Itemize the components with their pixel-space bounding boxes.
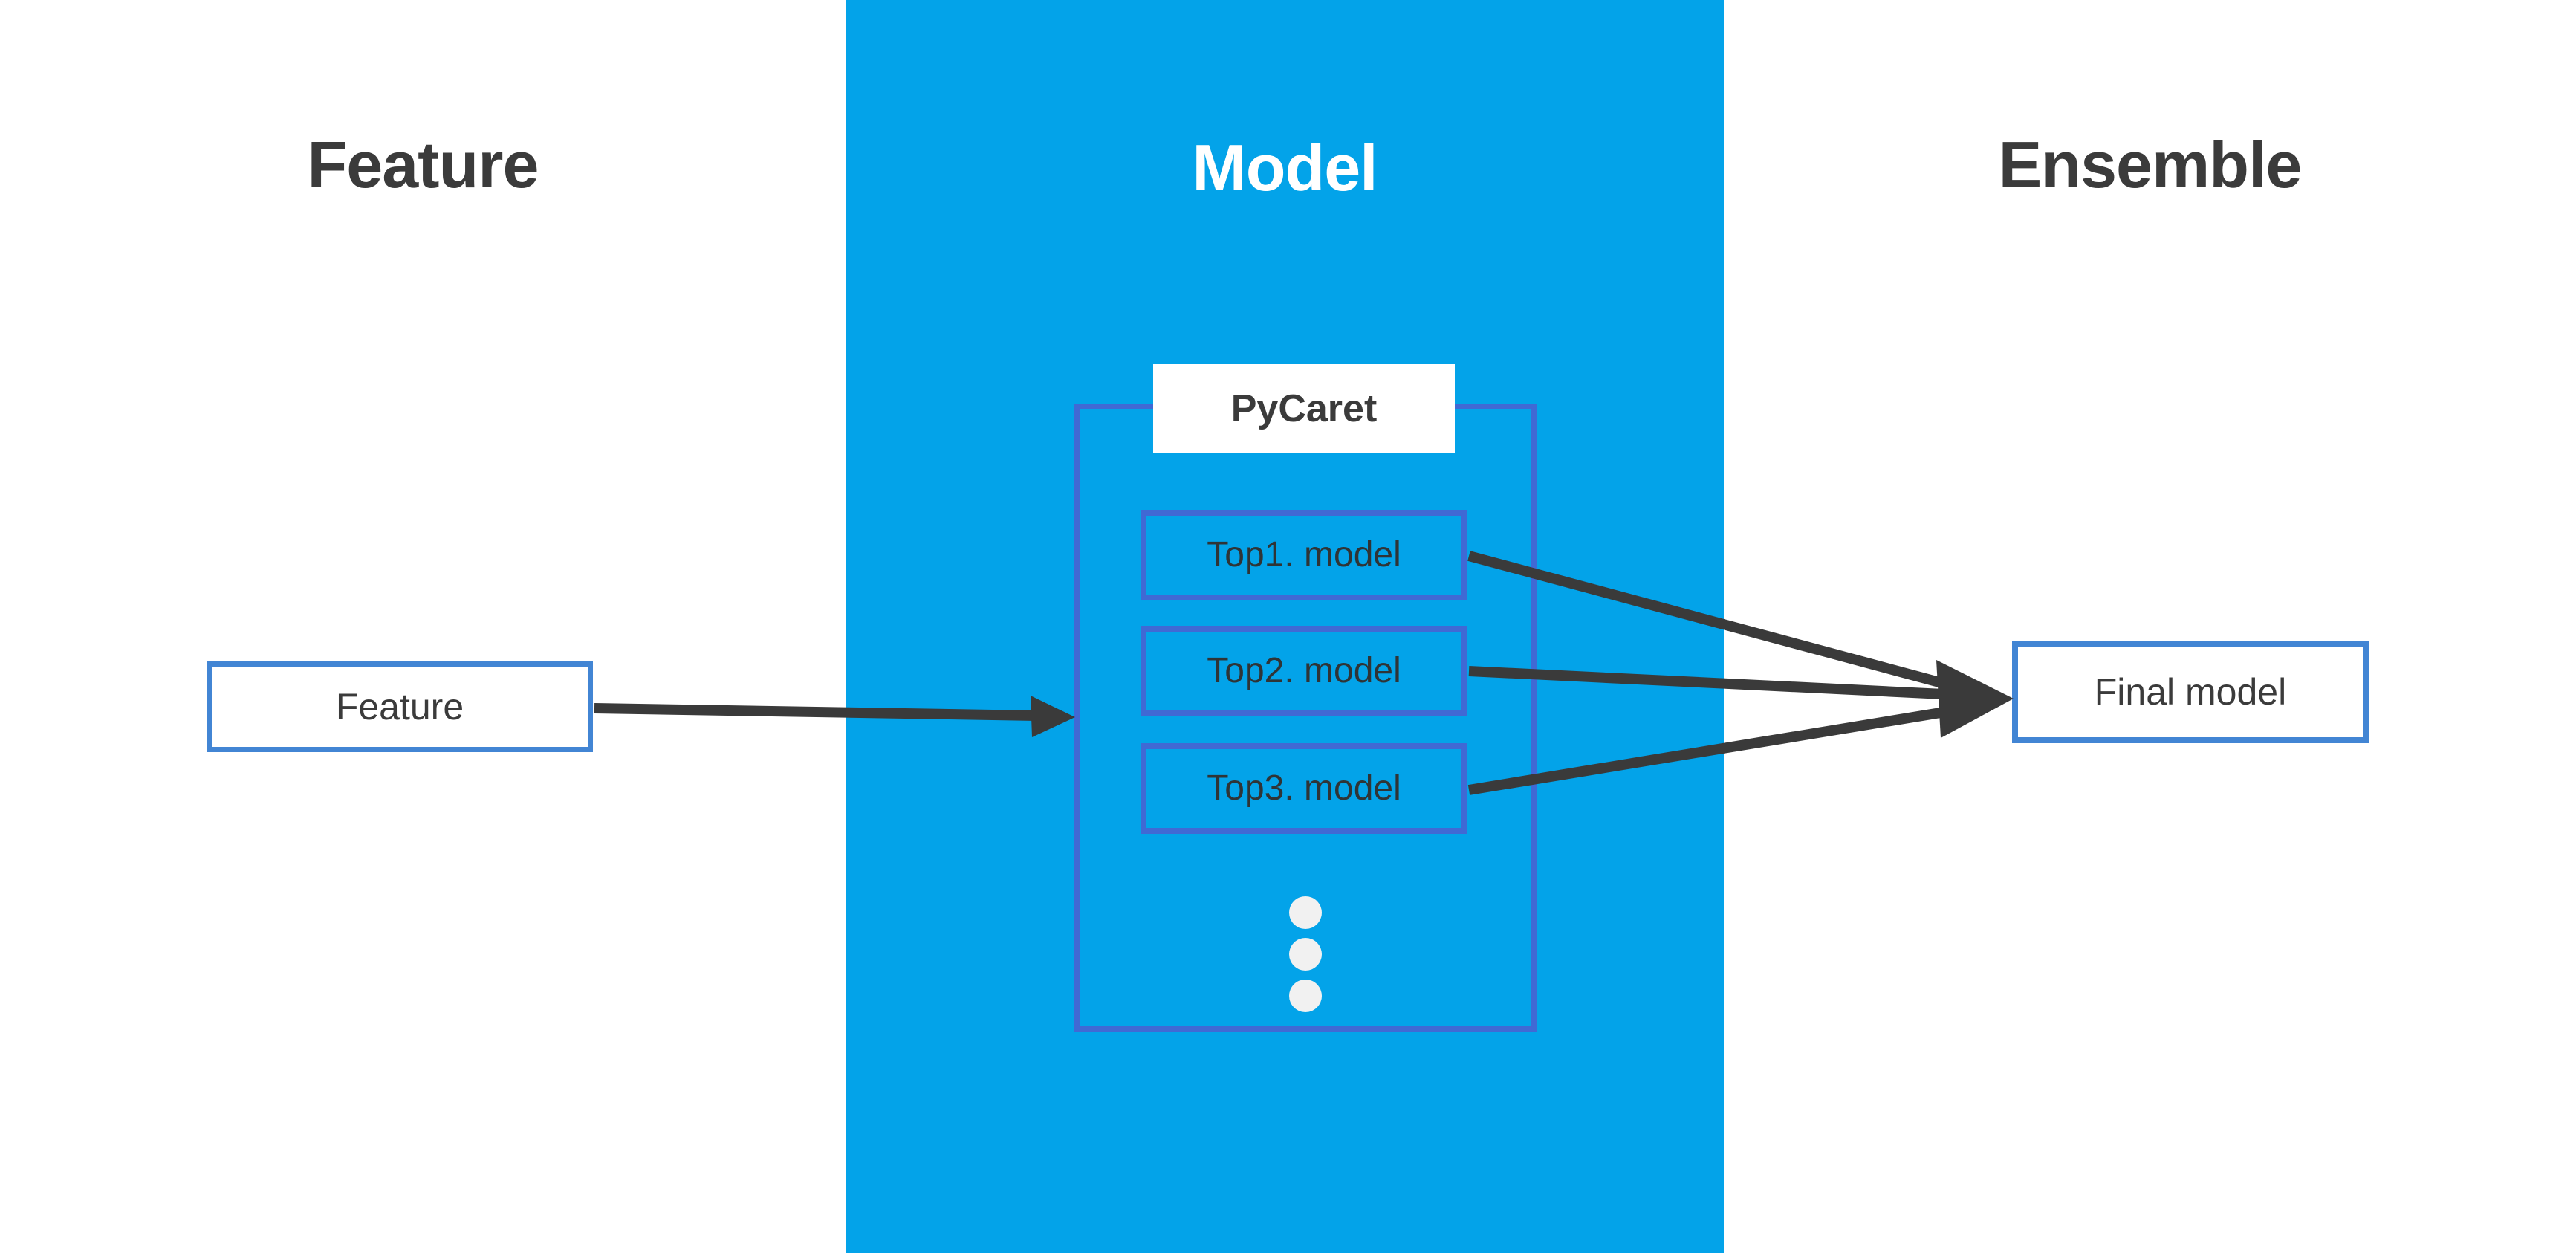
ellipsis-dot — [1289, 938, 1322, 971]
column-heading-feature: Feature — [307, 128, 539, 201]
ellipsis-dot — [1289, 980, 1322, 1012]
model-box-top3[interactable]: Top3. model — [1141, 743, 1467, 834]
arrowhead-into-final-model — [1936, 660, 2014, 738]
feature-box[interactable]: Feature — [207, 661, 593, 752]
model-box-top1[interactable]: Top1. model — [1141, 510, 1467, 600]
column-heading-model: Model — [1192, 131, 1378, 204]
pycaret-label: PyCaret — [1153, 364, 1455, 453]
column-heading-ensemble: Ensemble — [1998, 128, 2303, 201]
vertical-ellipsis-icon — [1289, 896, 1322, 1012]
model-box-top2[interactable]: Top2. model — [1141, 626, 1467, 716]
ellipsis-dot — [1289, 896, 1322, 929]
final-model-box[interactable]: Final model — [2012, 641, 2369, 743]
